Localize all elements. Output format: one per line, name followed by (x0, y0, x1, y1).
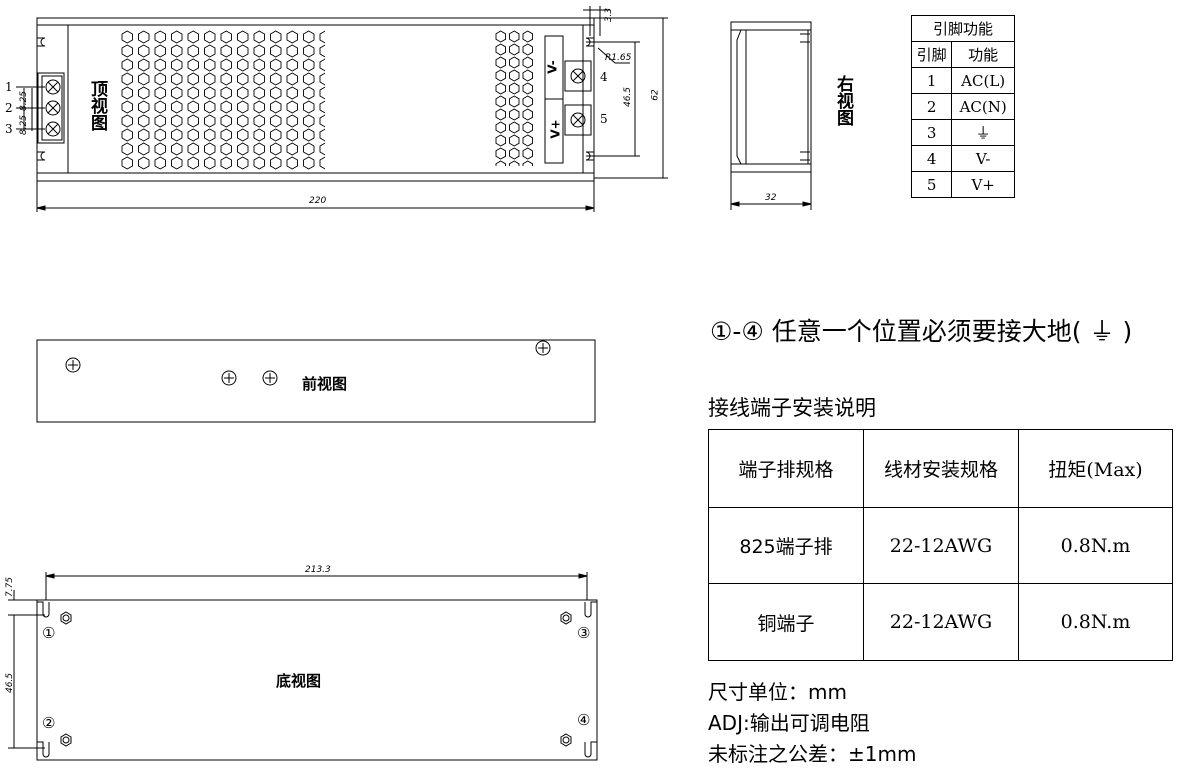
note-unit: 尺寸单位：mm (708, 680, 847, 704)
install-cell: 22-12AWG (863, 507, 1019, 584)
pin-table-pin: 3 (910, 119, 953, 146)
pin-table-header-pin: 引脚 (910, 41, 953, 68)
pin-label-2: 2 (5, 101, 13, 115)
pin-table-pin: 5 (910, 171, 953, 198)
front-view-drawing (36, 339, 596, 423)
right-view-label: 右视图 (833, 75, 853, 126)
pin-table-header-func: 功能 (951, 41, 1015, 68)
install-table: 端子排规格 线材安装规格 扭矩(Max) 825端子排 22-12AWG 0.8… (708, 429, 1173, 661)
marker-4: ④ (577, 711, 591, 729)
pin-table-pin: 4 (910, 145, 953, 172)
note-tolerance: 未标注之公差：±1mm (708, 742, 917, 766)
pin-table-func: V+ (951, 171, 1015, 198)
right-view-drawing (730, 21, 812, 210)
bottom-offset-dim: 7.75 (5, 576, 16, 598)
pitch-dim-2: 8.25 (19, 114, 30, 136)
slot-dim: 3.3 (604, 7, 615, 23)
marker-1: ① (42, 624, 56, 642)
vplus-label: V+ (548, 119, 563, 139)
pin-table-title: 引脚功能 (911, 15, 1015, 42)
vminus-label: V- (545, 60, 560, 74)
install-header: 扭矩(Max) (1018, 429, 1173, 508)
front-view-label: 前视图 (302, 375, 348, 393)
bottom-view-drawing (8, 572, 598, 761)
install-cell: 825端子排 (708, 507, 864, 584)
top-view-label: 顶视图 (87, 80, 107, 131)
install-title: 接线端子安装说明 (708, 396, 876, 420)
pin-table-func: V- (951, 145, 1015, 172)
bottom-length-dim: 213.3 (305, 565, 331, 575)
pin-table-pin: 1 (910, 67, 953, 94)
pitch-dim-1: 8.25 (19, 90, 30, 112)
pin-label-5: 5 (600, 112, 608, 126)
radius-dim: R1.65 (605, 53, 632, 63)
bottom-view-label: 底视图 (276, 672, 322, 690)
pin-label-4: 4 (600, 70, 608, 84)
note-adj: ADJ:输出可调电阻 (708, 711, 870, 735)
right-width-dim: 32 (765, 193, 777, 203)
pin-label-1: 1 (5, 80, 13, 94)
install-header: 线材安装规格 (863, 429, 1019, 508)
height-dim: 62 (650, 89, 661, 101)
install-cell: 铜端子 (708, 583, 864, 661)
marker-2: ② (42, 714, 56, 732)
install-cell: 0.8N.m (1018, 507, 1173, 584)
pin-table-func: ⏚ (951, 119, 1015, 146)
ground-note: ①-④ 任意一个位置必须要接大地( ⏚ ) (710, 317, 1133, 346)
top-view-drawing (16, 6, 668, 212)
install-header: 端子排规格 (708, 429, 864, 508)
install-cell: 22-12AWG (863, 583, 1019, 661)
pin-table-func: AC(L) (951, 67, 1015, 94)
pin-label-3: 3 (5, 122, 13, 136)
pin-table-func: AC(N) (951, 93, 1015, 120)
bottom-pitch-dim: 46.5 (5, 672, 16, 694)
marker-3: ③ (577, 624, 591, 642)
pin-table-pin: 2 (910, 93, 953, 120)
hole-pitch-dim: 46.5 (623, 86, 634, 108)
length-dim: 220 (309, 196, 327, 206)
install-cell: 0.8N.m (1018, 583, 1173, 661)
terminal-screws-left (45, 79, 61, 137)
